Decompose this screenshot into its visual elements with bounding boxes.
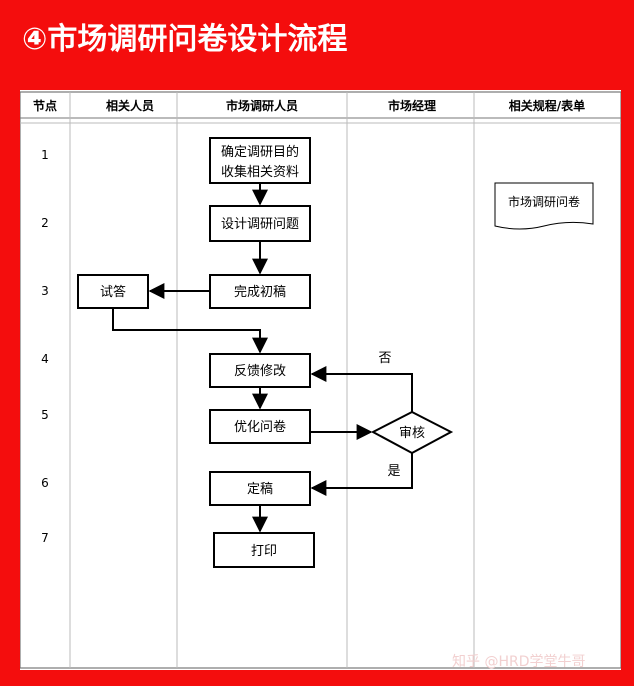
node-optimize: 优化问卷	[209, 409, 311, 444]
row-number: 4	[41, 352, 49, 366]
node-confirm-line2: 收集相关资料	[221, 164, 299, 180]
header-researcher: 市场调研人员	[226, 98, 298, 113]
row-number: 6	[41, 476, 49, 490]
node-confirm-line1: 确定调研目的	[221, 144, 299, 160]
header-manager: 市场经理	[388, 98, 436, 113]
node-design-questions: 设计调研问题	[209, 205, 311, 242]
node-finalize-label: 定稿	[247, 481, 273, 497]
row-number: 2	[41, 216, 49, 230]
node-draft-label: 完成初稿	[234, 284, 286, 300]
arrow-review-no	[310, 366, 413, 412]
table-frame	[19, 91, 622, 669]
node-draft: 完成初稿	[209, 274, 311, 309]
flowchart: 节点 相关人员 市场调研人员 市场经理 相关规程/表单 1 2 3 4 5 6 …	[19, 91, 622, 669]
node-design-label: 设计调研问题	[221, 217, 299, 232]
header-forms: 相关规程/表单	[509, 98, 585, 113]
node-review-diamond: 审核	[370, 410, 454, 455]
node-print-label: 打印	[251, 544, 277, 559]
doc-questionnaire-label: 市场调研问卷	[508, 194, 580, 209]
header-related: 相关人员	[106, 98, 154, 113]
node-trial: 试答	[77, 274, 149, 309]
edge-label-no: 否	[378, 351, 391, 366]
row-number: 5	[41, 408, 49, 422]
node-confirm-purpose: 确定调研目的 收集相关资料	[209, 137, 311, 184]
node-review-label: 审核	[399, 426, 425, 441]
node-optimize-label: 优化问卷	[234, 419, 286, 435]
row-number: 7	[41, 531, 49, 545]
row-number: 3	[41, 284, 49, 298]
header-step: 节点	[33, 98, 57, 113]
row-number: 1	[41, 148, 49, 162]
node-trial-label: 试答	[100, 284, 126, 300]
page-title: ④市场调研问卷设计流程	[22, 22, 348, 57]
node-print: 打印	[213, 532, 315, 568]
node-feedback: 反馈修改	[209, 353, 311, 388]
node-finalize: 定稿	[209, 471, 311, 506]
node-feedback-label: 反馈修改	[234, 364, 286, 379]
arrow-trial-to-feedback	[112, 308, 268, 354]
edge-label-yes: 是	[387, 464, 400, 479]
doc-questionnaire: 市场调研问卷	[494, 182, 594, 230]
watermark: 知乎 @HRD学堂牛哥	[452, 654, 586, 670]
flowchart-panel: 节点 相关人员 市场调研人员 市场经理 相关规程/表单 1 2 3 4 5 6 …	[19, 90, 622, 670]
arrow-review-yes	[310, 453, 413, 496]
